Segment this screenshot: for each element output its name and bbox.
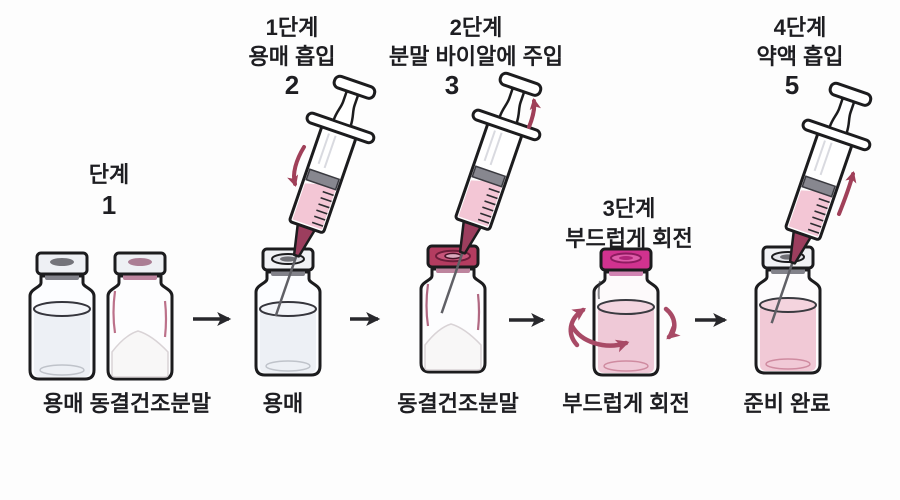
step1-title-line2: 용매 흡입 xyxy=(248,44,336,69)
vial-powder-inject-icon xyxy=(419,244,487,374)
vial-powder-icon xyxy=(106,251,174,381)
step1-title-line1: 1단계 xyxy=(265,15,319,40)
step1-caption: 용매 xyxy=(262,391,304,416)
step4-title: 4단계 약액 흡입 5 xyxy=(756,13,843,100)
step2-title: 2단계 분말 바이알에 주입 3 xyxy=(389,13,563,100)
up-arrow-icon xyxy=(527,97,542,129)
step2-number: 3 xyxy=(444,70,460,100)
step2-caption: 동결건조분말 xyxy=(397,391,519,416)
step4-caption: 준비 완료 xyxy=(743,391,831,416)
step2-title-line2: 분말 바이알에 주입 xyxy=(388,44,564,69)
vial-solvent-draw-icon xyxy=(254,247,322,377)
step0-title: 단계 1 xyxy=(89,160,129,220)
step3-caption: 부드럽게 회전 xyxy=(562,391,690,416)
down-arrow-icon xyxy=(287,145,306,187)
vial-swirl-icon xyxy=(592,247,660,377)
step0-caption: 용매 동결건조분말 xyxy=(42,391,212,416)
step1-title: 1단계 용매 흡입 2 xyxy=(248,13,335,100)
vial-solvent-icon xyxy=(28,251,96,381)
step0-number: 1 xyxy=(101,190,117,220)
step4-title-line2: 약액 흡입 xyxy=(756,44,844,69)
step0-title-line1: 단계 xyxy=(88,162,130,187)
step3-title: 3단계 부드럽게 회전 xyxy=(565,194,693,254)
step1-number: 2 xyxy=(284,70,300,100)
step4-title-line1: 4단계 xyxy=(773,15,827,40)
step3-title-line1: 3단계 xyxy=(602,196,656,221)
up-arrow-icon xyxy=(837,170,857,216)
step2-title-line1: 2단계 xyxy=(449,15,503,40)
vial-ready-icon xyxy=(754,245,822,375)
step4-number: 5 xyxy=(784,70,800,100)
step3-title-line2: 부드럽게 회전 xyxy=(565,226,693,251)
rotate-arrows-icon xyxy=(568,306,681,353)
